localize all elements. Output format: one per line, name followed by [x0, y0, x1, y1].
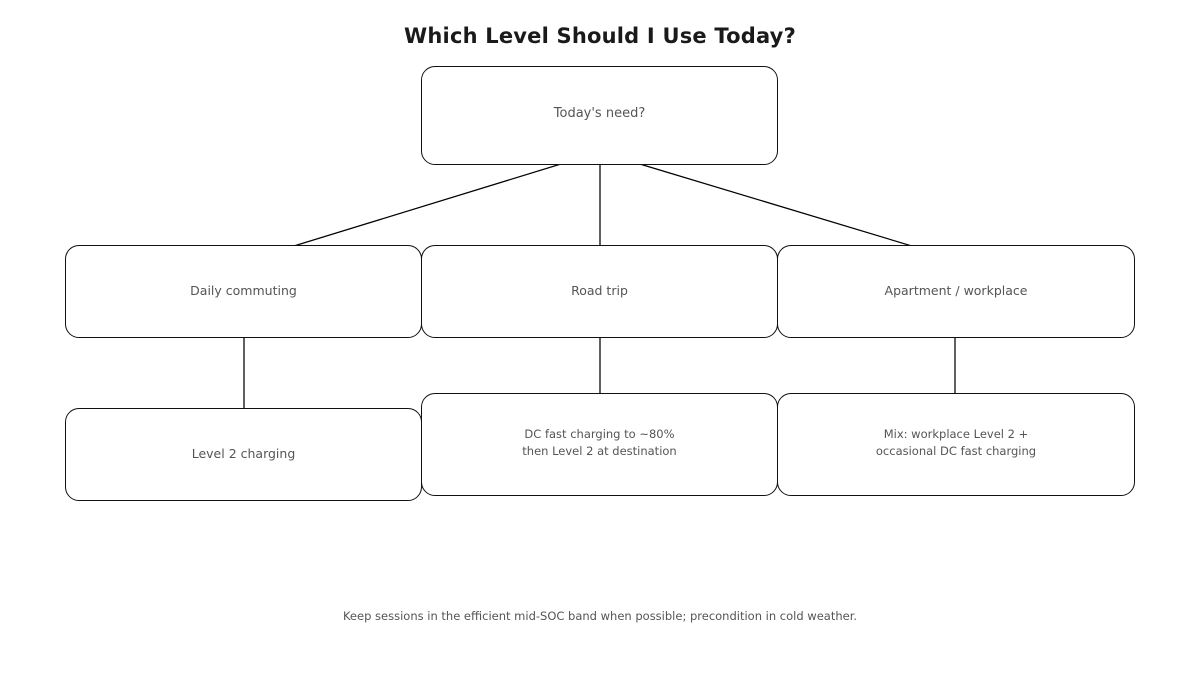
- node-level-2-charging-label: Level 2 charging: [191, 446, 296, 462]
- node-apartment-workplace-label: Apartment / workplace: [884, 283, 1028, 299]
- node-road-trip[interactable]: Road trip: [421, 245, 778, 338]
- node-mix-workplace[interactable]: Mix: workplace Level 2 + occasional DC f…: [777, 393, 1135, 496]
- node-dc-fast-charging[interactable]: DC fast charging to ~80% then Level 2 at…: [421, 393, 778, 496]
- node-daily-commuting[interactable]: Daily commuting: [65, 245, 422, 338]
- node-root-decision[interactable]: Today's need?: [421, 66, 778, 165]
- node-root-label: Today's need?: [553, 106, 646, 122]
- node-level-2-charging[interactable]: Level 2 charging: [65, 408, 422, 501]
- node-daily-commuting-label: Daily commuting: [190, 283, 297, 299]
- node-mix-workplace-label: Mix: workplace Level 2 + occasional DC f…: [875, 426, 1037, 458]
- page-title: Which Level Should I Use Today?: [404, 24, 796, 48]
- footnote-caption: Keep sessions in the efficient mid-SOC b…: [342, 609, 858, 623]
- node-dc-fast-charging-label: DC fast charging to ~80% then Level 2 at…: [522, 426, 677, 458]
- edge-root-to-apartment: [599, 151, 956, 261]
- node-apartment-workplace[interactable]: Apartment / workplace: [777, 245, 1135, 338]
- node-road-trip-label: Road trip: [571, 283, 628, 299]
